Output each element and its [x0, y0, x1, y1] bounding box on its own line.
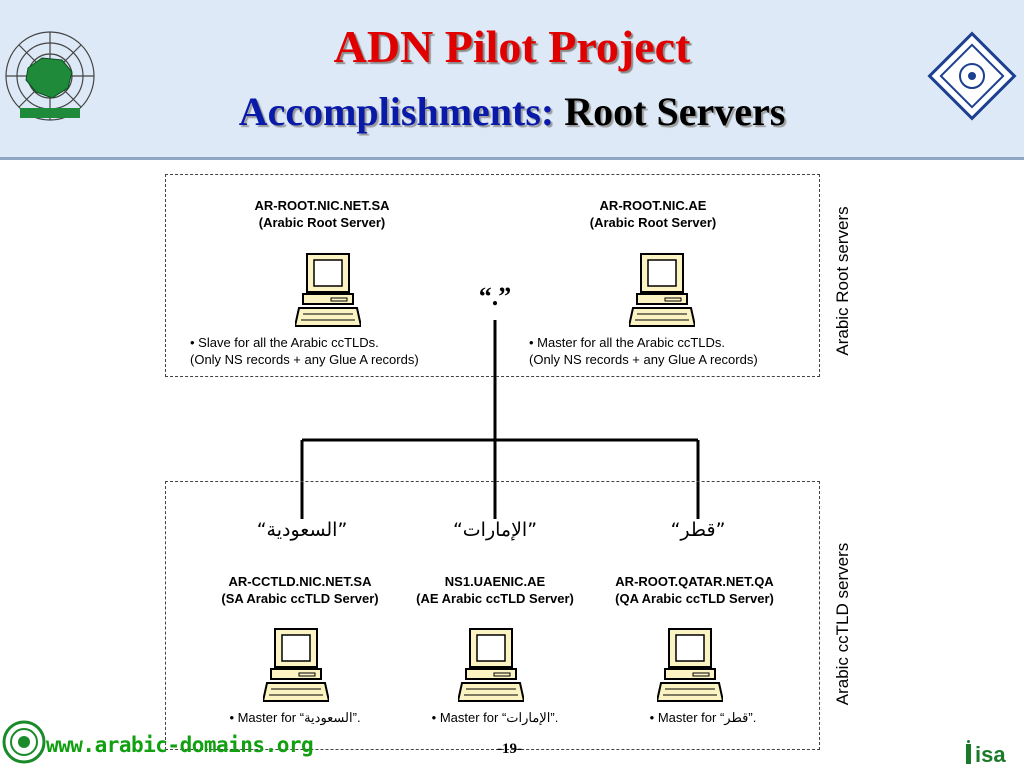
- spider-web-map-logo-icon: [5, 31, 95, 121]
- server-name: AR-ROOT.NIC.NET.SA: [254, 198, 390, 213]
- subtitle-root-servers: Root Servers: [564, 89, 786, 134]
- institute-emblem-icon: [927, 31, 1017, 121]
- server-role: (QA Arabic ccTLD Server): [615, 591, 774, 606]
- cctld-ae-master-note: • Master for “الإمارات”.: [431, 710, 559, 725]
- computer-icon: [657, 628, 723, 702]
- cctld-server-sa: AR-CCTLD.NIC.NET.SA (SA Arabic ccTLD Ser…: [190, 573, 410, 607]
- computer-icon: [629, 253, 695, 327]
- server-name: AR-ROOT.QATAR.NET.QA: [615, 574, 774, 589]
- desc-line: (Only NS records + any Glue A records): [529, 352, 758, 367]
- tld-label-qa: “قطر”: [670, 519, 726, 541]
- root-servers-box: [165, 174, 820, 377]
- slide-subtitle: Accomplishments: Root Servers: [0, 88, 1024, 135]
- desc-line: • Slave for all the Arabic ccTLDs.: [190, 335, 379, 350]
- cctld-server-qa: AR-ROOT.QATAR.NET.QA (QA Arabic ccTLD Se…: [592, 573, 797, 607]
- root-servers-side-label: Arabic Root servers: [833, 206, 852, 356]
- computer-icon: [295, 253, 361, 327]
- root-sa-description: • Slave for all the Arabic ccTLDs. (Only…: [190, 334, 419, 368]
- slide-title: ADN Pilot Project: [333, 21, 691, 72]
- isa-logo: isa: [966, 740, 1006, 766]
- arab-league-emblem-icon: [2, 720, 46, 764]
- server-role: (Arabic Root Server): [589, 215, 717, 230]
- website-url[interactable]: www.arabic-domains.org: [46, 733, 314, 757]
- tld-label-ae: “الإمارات”: [452, 519, 538, 541]
- computer-icon: [263, 628, 329, 702]
- root-dot-label: “.”: [478, 282, 512, 311]
- cctld-servers-box: [165, 481, 820, 750]
- page-number: -19-: [497, 741, 522, 757]
- desc-line: (Only NS records + any Glue A records): [190, 352, 419, 367]
- root-ae-description: • Master for all the Arabic ccTLDs. (Onl…: [529, 334, 758, 368]
- cctld-qa-master-note: • Master for “قطر”.: [649, 710, 757, 725]
- cctld-servers-side-label: Arabic ccTLD servers: [833, 542, 852, 706]
- computer-icon: [458, 628, 524, 702]
- root-server-ae: AR-ROOT.NIC.AE (Arabic Root Server): [548, 197, 758, 231]
- cctld-server-ae: NS1.UAENIC.AE (AE Arabic ccTLD Server): [390, 573, 600, 607]
- desc-line: • Master for all the Arabic ccTLDs.: [529, 335, 726, 350]
- root-server-sa: AR-ROOT.NIC.NET.SA (Arabic Root Server): [212, 197, 432, 231]
- server-role: (SA Arabic ccTLD Server): [221, 591, 379, 606]
- server-name: AR-CCTLD.NIC.NET.SA: [228, 574, 372, 589]
- server-name: AR-ROOT.NIC.AE: [599, 198, 707, 213]
- subtitle-accomplishments: Accomplishments:: [238, 89, 555, 134]
- slide-header: ADN Pilot Project Accomplishments: Root …: [0, 0, 1024, 160]
- server-role: (AE Arabic ccTLD Server): [416, 591, 574, 606]
- server-role: (Arabic Root Server): [258, 215, 386, 230]
- server-name: NS1.UAENIC.AE: [444, 574, 546, 589]
- cctld-sa-master-note: • Master for “السعودية”.: [229, 710, 361, 725]
- isa-logo-text: isa: [975, 742, 1006, 766]
- tld-label-sa: “السعودية”: [256, 519, 348, 541]
